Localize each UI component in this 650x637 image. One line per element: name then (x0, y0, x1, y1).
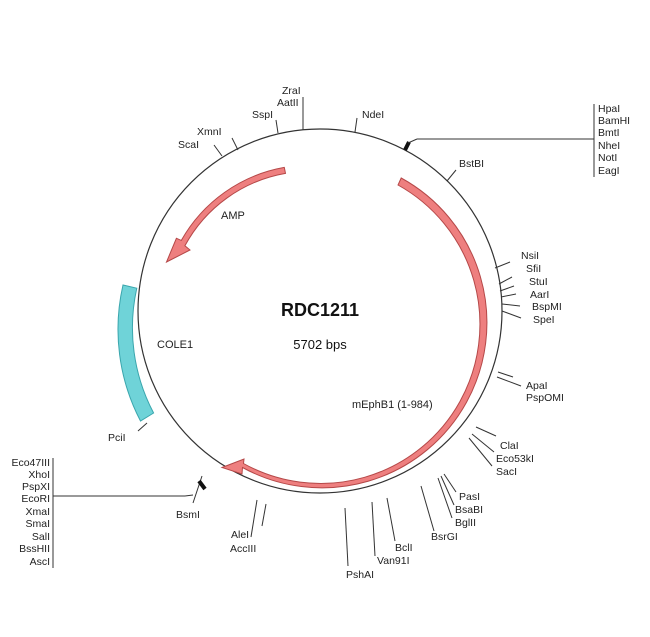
site-label-nsii: NsiI (521, 250, 539, 262)
site-label-alei: AleI (231, 529, 249, 541)
site-label-saci: SacI (496, 466, 517, 478)
site-tick-alei (261, 503, 267, 527)
site-tick-van91i (371, 501, 376, 557)
site-label-ndei: NdeI (362, 109, 384, 121)
site-tick-stui (499, 285, 515, 292)
site-label-van91i: Van91I (377, 555, 410, 567)
site-label-aatii: AatII (277, 97, 299, 109)
site-label-bstbi: BstBI (459, 158, 484, 170)
site-tick-pasi (443, 473, 457, 493)
site-label-acciii: AccIII (230, 543, 256, 555)
site-tick-clai (475, 426, 497, 437)
site-label-bsrgi: BsrGI (431, 531, 458, 543)
site-tick-bsrgi (420, 485, 435, 532)
site-tick-xmni (231, 137, 239, 151)
site-label-pasi: PasI (459, 491, 480, 503)
site-label-sspi: SspI (252, 109, 273, 121)
site-tick-bglii (437, 477, 453, 519)
site-tick-pcii (137, 422, 148, 432)
site-tick-saci (468, 437, 493, 467)
mcs-right-label: BamHI (598, 115, 630, 127)
site-tick-sspi (275, 119, 279, 134)
mcs-right-label: EagI (598, 165, 620, 177)
mcs-left-label: SalI (32, 531, 50, 543)
mcs-right-list: HpaI BamHI BmtI NheI NotI EagI (598, 103, 630, 177)
site-label-eco53ki: Eco53kI (496, 453, 534, 465)
mcs-right-label: NotI (598, 152, 617, 164)
plasmid-size: 5702 bps (293, 337, 347, 352)
site-tick-acciii (250, 499, 258, 538)
mcs-left-label: EcoRI (21, 493, 50, 505)
site-tick-pshai (344, 507, 349, 567)
site-tick-eco53ki (471, 433, 495, 453)
site-tick-bstbi (446, 169, 457, 182)
site-tick-bspmi (501, 303, 521, 307)
cole1-origin-feature (117, 284, 155, 422)
site-label-pspomi: PspOMI (526, 392, 564, 404)
site-label-zrai: ZraI (282, 85, 301, 97)
mcs-left-label: AscI (30, 556, 50, 568)
mcs-left-label: XmaI (25, 506, 50, 518)
site-tick-bsabi (440, 475, 455, 506)
site-label-apai: ApaI (526, 380, 548, 392)
site-label-bsmi: BsmI (176, 509, 200, 521)
site-label-aari: AarI (530, 289, 549, 301)
mcs-left-label: XhoI (28, 469, 50, 481)
mephb1-gene-arrow (220, 177, 488, 489)
site-label-xmni: XmnI (197, 126, 222, 138)
feature-label-mephb1: mEphB1 (1-984) (352, 399, 433, 411)
site-label-stui: StuI (529, 276, 548, 288)
amp-gene-arrow (165, 166, 287, 264)
mcs-right-label: BmtI (598, 127, 620, 139)
site-label-bsabi: BsaBI (455, 504, 483, 516)
site-label-bspmi: BspMI (532, 301, 562, 313)
plasmid-name: RDC1211 (281, 300, 359, 320)
mcs-right-label: HpaI (598, 103, 620, 115)
feature-label-cole1: COLE1 (157, 339, 193, 351)
mcs-left-marker (197, 479, 207, 491)
site-tick-bcli (386, 497, 396, 542)
mcs-left-label: BssHII (19, 543, 50, 555)
site-label-bcli: BclI (395, 542, 413, 554)
site-tick-ndei (354, 117, 358, 133)
site-label-clai: ClaI (500, 440, 519, 452)
mcs-left-label: SmaI (25, 518, 50, 530)
mcs-right-leader (407, 138, 418, 144)
site-label-spei: SpeI (533, 314, 555, 326)
mcs-left-label: PspXI (22, 481, 50, 493)
mcs-left-leader (184, 494, 194, 497)
mcs-left-label: Eco47III (11, 457, 50, 469)
site-label-scai: ScaI (178, 139, 199, 151)
site-tick-aari (500, 293, 517, 298)
site-label-pcii: PciI (108, 432, 126, 444)
site-tick-sfii (498, 276, 513, 285)
site-label-bglii: BglII (455, 517, 476, 529)
mcs-right-label: NheI (598, 140, 620, 152)
feature-label-amp: AMP (221, 210, 245, 222)
site-tick-spei (501, 310, 522, 319)
mcs-left-list: Eco47III XhoI PspXI EcoRI XmaI SmaI SalI… (11, 457, 50, 568)
site-tick-apai (497, 371, 514, 378)
site-label-pshai: PshAI (346, 569, 374, 581)
site-tick-nsii (494, 261, 511, 269)
site-tick-pspomi (496, 376, 522, 387)
site-label-sfii: SfiI (526, 263, 541, 275)
site-tick-scai (213, 144, 223, 157)
